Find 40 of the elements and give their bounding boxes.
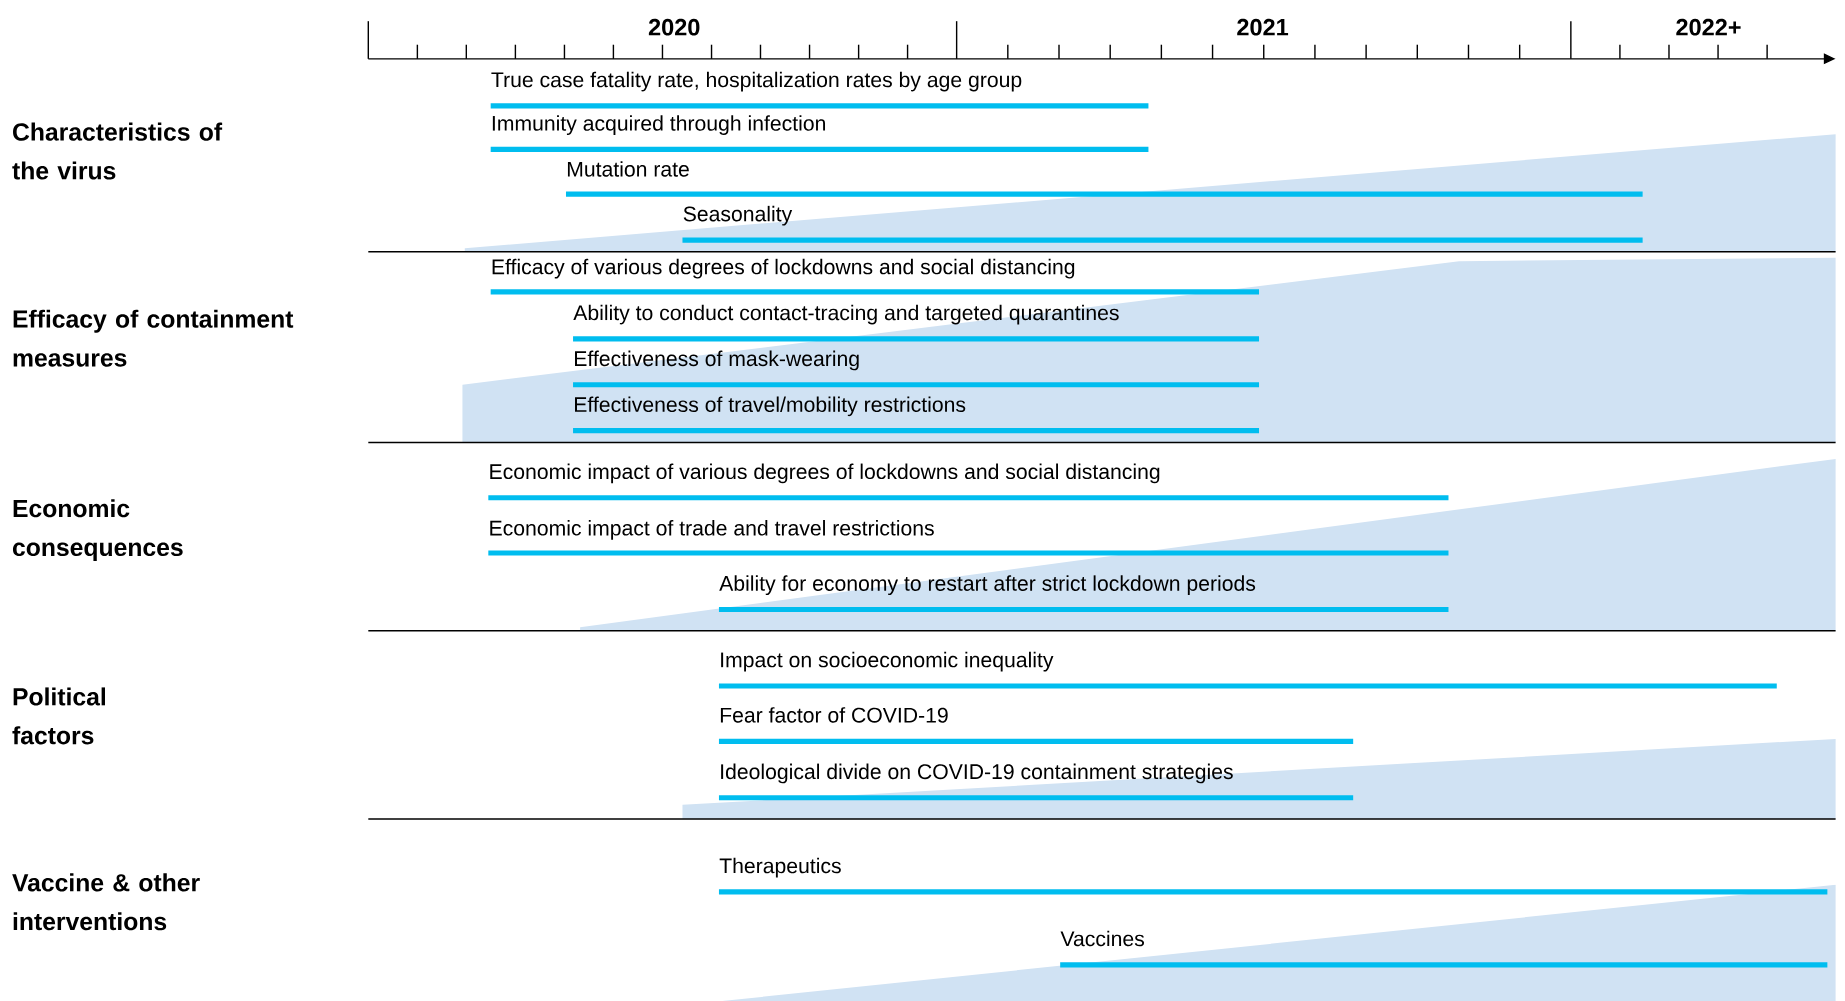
node-label: Therapeutics xyxy=(719,857,841,878)
timeline-bar: Fear factor of COVID-19 xyxy=(718,707,1354,744)
timeline-bar: Effectiveness of mask-wearing xyxy=(573,350,1260,388)
year-label: 2022+ xyxy=(1676,18,1741,36)
node-label: Seasonality xyxy=(683,205,793,226)
timeline-bar: Ability to conduct contact-tracing and targeted quarantines xyxy=(573,304,1260,342)
timeline-bar: Ideological divide on COVID-19 containment strategies xyxy=(718,763,1354,801)
timeline-bar: Effectiveness of travel/mobility restrictions xyxy=(573,396,1260,434)
node-label: Effectiveness of travel/mobility restrictions xyxy=(575,396,966,417)
timeline-bar: Economic impact of trade and travel restrictions xyxy=(488,519,1449,556)
node-label: Mutation rate xyxy=(567,160,689,177)
timeline-bar: Therapeutics xyxy=(718,857,1828,895)
timeline-bar: Mutation rate xyxy=(566,161,1643,197)
timeline-bar: Immunity acquired through infection xyxy=(490,115,1149,152)
node-label: Economic impact of trade and travel restrictions xyxy=(490,519,934,540)
node-label: True case fatality rate, hospitalization rates by age group xyxy=(491,71,1022,92)
node-label: Ability for economy to restart after strict lockdown periods xyxy=(719,575,1256,595)
node-label: Impact on socioeconomic inequality xyxy=(721,651,1054,672)
category-heading: Political factors xyxy=(12,687,105,745)
timeline-bar: Impact on socioeconomic inequality xyxy=(718,651,1777,689)
node-label: Efficacy of various degrees of lockdowns and social distancing xyxy=(492,258,1075,279)
timeline-bar: Economic impact of various degrees of lockdowns and social distancing xyxy=(488,463,1449,501)
year-label: 2020 xyxy=(648,18,700,36)
node-label: Effectiveness of mask-wearing xyxy=(575,350,859,371)
node-label: Economic impact of various degrees of lockdowns and social distancing xyxy=(490,463,1160,484)
node-label: Ability to conduct contact-tracing and targeted quarantines xyxy=(573,304,1119,325)
timeline-bar: Efficacy of various degrees of lockdowns and social distancing xyxy=(490,258,1260,295)
year-label: 2021 xyxy=(1237,18,1289,36)
category-heading: Vaccine & other interventions xyxy=(12,873,200,931)
timeline-bar: True case fatality rate, hospitalization rates by age group xyxy=(490,71,1149,109)
timeline-bar: Vaccines xyxy=(1060,930,1828,968)
node-label: Vaccines xyxy=(1060,930,1145,947)
timeline-bar: Ability for economy to restart after strict lockdown periods xyxy=(718,575,1449,612)
category-heading: Economic consequences xyxy=(12,499,183,561)
timeline-bar: Seasonality xyxy=(682,205,1643,243)
node-label: Fear factor of COVID-19 xyxy=(720,706,948,723)
node-label: Ideological divide on COVID-19 containment strategies xyxy=(721,763,1233,784)
category-heading: Efficacy of containment measures xyxy=(13,309,294,367)
node-label: Immunity acquired through infection xyxy=(492,115,826,135)
category-heading: Characteristics of the virus xyxy=(12,122,223,180)
